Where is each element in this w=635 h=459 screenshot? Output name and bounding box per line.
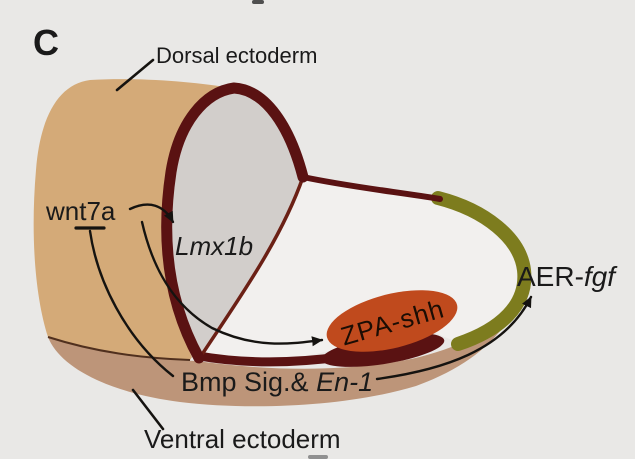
dorsal-ectoderm-rim xyxy=(161,82,309,364)
crop-artifact-top xyxy=(252,0,264,4)
ventral-ectoderm-surface xyxy=(48,296,519,407)
aer-band xyxy=(431,191,532,351)
bmp-label-prefix: Bmp Sig.& xyxy=(181,367,316,397)
aer-fgf-label: AER-fgf xyxy=(517,261,618,292)
arrow-wnt7a-to-lmx1b xyxy=(128,203,175,224)
dorsal-ectoderm-label: Dorsal ectoderm xyxy=(156,43,317,68)
zpa-region xyxy=(326,290,458,352)
arrow-wnt7a-to-zpa xyxy=(140,220,324,347)
crop-artifact-bottom xyxy=(308,455,328,459)
inhibition-stem-bmp-to-wnt7a xyxy=(88,229,175,378)
ventral-label-pointer xyxy=(131,388,165,431)
aer-label-gene: fgf xyxy=(584,261,618,292)
cut-face xyxy=(167,88,303,356)
panel-label: C xyxy=(33,22,59,63)
lmx1b-label: Lmx1b xyxy=(175,231,253,261)
bmp-en1-label: Bmp Sig.& En-1 xyxy=(181,367,373,397)
wnt7a-label: wnt7a xyxy=(45,196,116,226)
dorsal-ventral-seam xyxy=(47,336,191,361)
arrow-en1-to-aer xyxy=(375,295,533,381)
ventral-ectoderm-label: Ventral ectoderm xyxy=(144,424,341,454)
dorsal-label-pointer xyxy=(115,58,155,92)
aer-label-prefix: AER- xyxy=(517,261,584,292)
dorsal-ectoderm-surface xyxy=(33,79,232,360)
cut-face-edge xyxy=(199,176,305,357)
bmp-label-gene: En-1 xyxy=(316,367,373,397)
dorsal-midline xyxy=(300,174,443,202)
